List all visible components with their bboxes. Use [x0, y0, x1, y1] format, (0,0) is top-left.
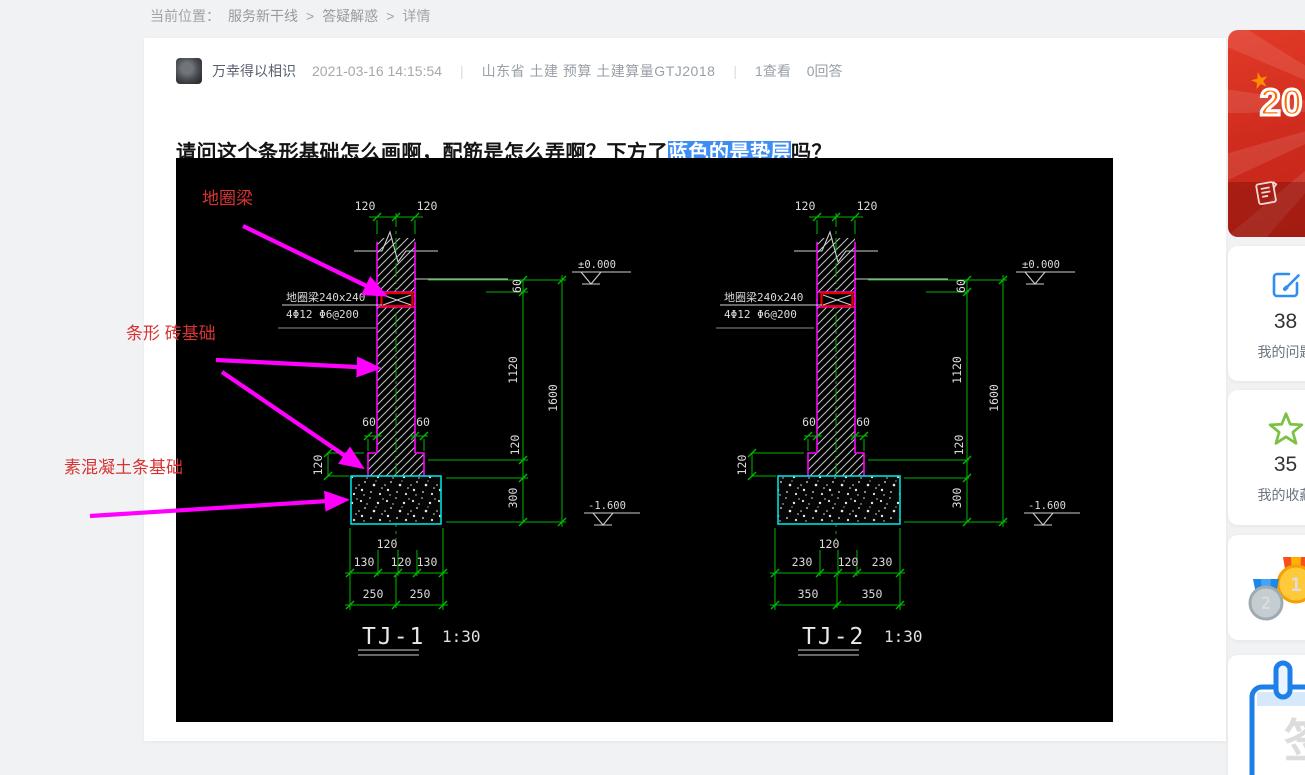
dim-text: 60 — [510, 279, 524, 293]
question-meta: 万幸得以相识 2021-03-16 14:15:54 | 山东省 土建 预算 土… — [176, 58, 855, 84]
breadcrumb: 当前位置： 服务新干线 > 答疑解惑 > 详情 — [150, 6, 430, 26]
elevation-label: ±0.000 — [578, 259, 616, 271]
dim-text: 60 — [856, 415, 870, 429]
dim-text: 130 — [354, 555, 375, 569]
section-title: TJ-1 — [362, 624, 425, 650]
dim-text: 120 — [508, 435, 522, 456]
question-stats: 1查看 0回答 — [755, 61, 854, 81]
elevation-label: ±0.000 — [1022, 259, 1060, 271]
view-count: 1查看 — [755, 63, 791, 79]
medals-icon: 1 2 — [1228, 535, 1305, 640]
section-scale: 1:30 — [884, 627, 923, 646]
dim-text: 250 — [363, 587, 384, 601]
dim-text: 350 — [862, 587, 883, 601]
breadcrumb-current: 详情 — [402, 6, 430, 26]
dim-text: 120 — [377, 537, 398, 551]
checkin-character: 签 — [1284, 714, 1305, 768]
notebook-icon — [1252, 178, 1283, 213]
star-outline-icon — [1268, 411, 1304, 445]
calendar-icon: 签 — [1228, 655, 1305, 775]
beam-rebar-label: 4Φ12 Φ6@200 — [724, 308, 797, 321]
breadcrumb-sep: > — [306, 8, 314, 24]
dim-text: 60 — [802, 415, 816, 429]
elevation-label: -1.600 — [588, 500, 626, 512]
avatar[interactable] — [176, 58, 202, 84]
breadcrumb-link-qa[interactable]: 答疑解惑 — [322, 6, 378, 26]
dim-text: 120 — [391, 555, 412, 569]
tj1-section: 地圈梁240x240 4Φ12 Φ6@200 120 120 — [278, 199, 640, 655]
dim-text: 350 — [798, 587, 819, 601]
dim-text: 300 — [950, 488, 964, 509]
my-favorites-card[interactable]: 35 我的收藏 — [1228, 390, 1305, 525]
dim-text: 1600 — [987, 384, 1001, 412]
my-questions-card[interactable]: 38 我的问题 — [1228, 246, 1305, 381]
breadcrumb-link-home[interactable]: 服务新干线 — [228, 6, 298, 26]
promo-banner[interactable]: ★ 20 — [1228, 30, 1305, 237]
elevation-label: -1.600 — [1028, 500, 1066, 512]
post-time: 2021-03-16 14:15:54 — [312, 63, 442, 79]
author-name[interactable]: 万幸得以相识 — [212, 61, 296, 81]
meta-separator: | — [733, 63, 737, 79]
my-favorites-label: 我的收藏 — [1258, 485, 1305, 505]
dim-text: 230 — [872, 555, 893, 569]
dim-text: 120 — [355, 199, 376, 213]
dim-text: 1120 — [506, 356, 520, 384]
edit-icon — [1268, 266, 1304, 302]
dim-text: 120 — [838, 555, 859, 569]
silver-medal-number: 2 — [1261, 594, 1271, 614]
dim-text: 60 — [362, 415, 376, 429]
dim-text: 60 — [954, 279, 968, 293]
dim-text: 120 — [311, 455, 325, 476]
dim-text: 130 — [417, 555, 438, 569]
cad-drawing-image[interactable]: 地圈梁240x240 4Φ12 Φ6@200 120 120 — [176, 158, 1113, 722]
dim-text: 60 — [416, 415, 430, 429]
my-favorites-count: 35 — [1274, 453, 1297, 477]
question-tags: 山东省 土建 预算 土建算量GTJ2018 — [482, 61, 716, 81]
breadcrumb-sep: > — [386, 8, 394, 24]
cad-drawing: 地圈梁240x240 4Φ12 Φ6@200 120 120 — [176, 158, 1113, 722]
dim-text: 120 — [819, 537, 840, 551]
dim-text: 120 — [952, 435, 966, 456]
gold-medal-number: 1 — [1290, 574, 1301, 596]
meta-separator: | — [460, 63, 464, 79]
checkin-card[interactable]: 签 — [1228, 655, 1305, 775]
dim-text: 230 — [792, 555, 813, 569]
answer-count: 0回答 — [807, 63, 843, 79]
my-questions-label: 我的问题 — [1258, 342, 1305, 362]
tj2-section: 地圈梁240x240 4Φ12 Φ6@200 120 120 60 — [716, 199, 1080, 655]
beam-label: 地圈梁240x240 — [286, 290, 365, 304]
dim-text: 120 — [857, 199, 878, 213]
dim-text: 120 — [735, 455, 749, 476]
beam-rebar-label: 4Φ12 Φ6@200 — [286, 308, 359, 321]
dim-text: 250 — [410, 587, 431, 601]
dim-text: 120 — [417, 199, 438, 213]
my-questions-count: 38 — [1274, 310, 1297, 334]
ranking-card[interactable]: 1 2 — [1228, 535, 1305, 640]
breadcrumb-prefix: 当前位置： — [150, 6, 220, 26]
beam-label: 地圈梁240x240 — [724, 290, 803, 304]
dim-text: 1600 — [546, 384, 560, 412]
section-scale: 1:30 — [442, 627, 481, 646]
section-title: TJ-2 — [802, 624, 865, 650]
dim-text: 120 — [795, 199, 816, 213]
dim-text: 300 — [506, 488, 520, 509]
question-card: 万幸得以相识 2021-03-16 14:15:54 | 山东省 土建 预算 土… — [144, 38, 1226, 741]
banner-year-text: 20 — [1260, 82, 1303, 124]
dim-text: 1120 — [950, 356, 964, 384]
